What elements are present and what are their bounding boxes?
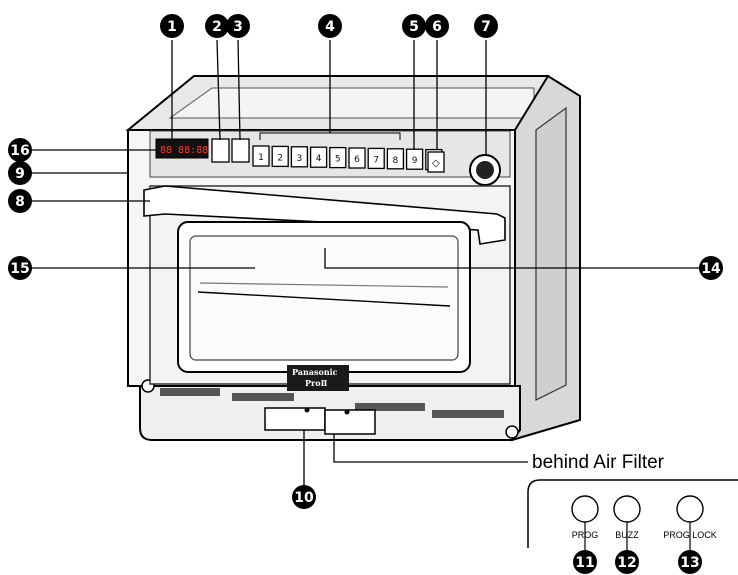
number-key-5[interactable] bbox=[329, 146, 347, 169]
number-key-label: 6 bbox=[354, 155, 360, 165]
number-key-label: 7 bbox=[373, 155, 379, 165]
control-panel: 88 88:88 1234567890 ◇ bbox=[149, 130, 511, 186]
callout-3: 3 bbox=[226, 14, 250, 38]
brand-model: ProⅡ bbox=[305, 378, 328, 388]
start-key[interactable] bbox=[427, 151, 445, 173]
callout-4: 4 bbox=[318, 14, 342, 38]
leader-14 bbox=[324, 248, 700, 269]
callout-2: 2 bbox=[205, 14, 229, 38]
display-readout: 88 88:88 bbox=[160, 145, 208, 156]
vent-1 bbox=[160, 388, 220, 396]
svg-text:3: 3 bbox=[233, 19, 243, 35]
vent-3 bbox=[355, 403, 425, 411]
svg-text:16: 16 bbox=[10, 143, 29, 159]
prog-label: PROG bbox=[572, 530, 599, 540]
svg-text:14: 14 bbox=[701, 261, 721, 277]
settings-panel-frame bbox=[527, 479, 738, 548]
number-key-3[interactable] bbox=[290, 146, 309, 168]
digital-display bbox=[155, 138, 209, 159]
air-filter-caption: behind Air Filter bbox=[532, 452, 665, 473]
svg-text:15: 15 bbox=[10, 261, 29, 277]
number-key-label: 4 bbox=[316, 154, 322, 164]
buzz-switch[interactable] bbox=[613, 495, 641, 523]
number-key-label: 3 bbox=[297, 154, 303, 164]
svg-text:13: 13 bbox=[680, 555, 699, 571]
side-vent-panel bbox=[535, 106, 567, 401]
function-key-1[interactable] bbox=[211, 138, 230, 163]
air-filter-screw-left bbox=[304, 407, 310, 413]
callout-6: 6 bbox=[425, 14, 449, 38]
rack-line-2 bbox=[197, 291, 451, 307]
number-key-label: 8 bbox=[393, 156, 399, 166]
callout-1: 1 bbox=[160, 14, 184, 38]
settings-panel: PROG BUZZ PROG LOCK bbox=[527, 479, 738, 550]
callout-16: 16 bbox=[8, 138, 32, 162]
svg-text:11: 11 bbox=[575, 555, 594, 571]
vent-2 bbox=[232, 393, 294, 401]
number-key-1[interactable] bbox=[252, 145, 270, 167]
leader-2 bbox=[216, 39, 221, 141]
callout-12: 12 bbox=[615, 550, 639, 574]
function-key-2[interactable] bbox=[231, 138, 250, 163]
leader-lines bbox=[30, 39, 700, 485]
callout-13: 13 bbox=[678, 550, 702, 574]
callout-7: 7 bbox=[474, 14, 498, 38]
number-key-6[interactable] bbox=[348, 147, 366, 169]
prog-lock-switch[interactable] bbox=[676, 495, 704, 523]
number-key-2[interactable] bbox=[271, 145, 289, 168]
number-key-label: 9 bbox=[412, 156, 418, 166]
callout-11: 11 bbox=[573, 550, 597, 574]
number-key-7[interactable] bbox=[367, 147, 385, 170]
callout-10: 10 bbox=[292, 485, 316, 509]
number-key-8[interactable] bbox=[386, 148, 405, 170]
number-key-label: 5 bbox=[335, 155, 341, 165]
svg-text:8: 8 bbox=[15, 194, 25, 210]
number-key-label: 2 bbox=[277, 153, 283, 163]
svg-text:12: 12 bbox=[617, 555, 636, 571]
svg-text:6: 6 bbox=[432, 19, 442, 35]
callout-8: 8 bbox=[8, 189, 32, 213]
callouts: 1 2 3 4 5 6 7 16 9 8 15 14 10 11 12 13 bbox=[8, 14, 723, 574]
brand-name: Panasonic bbox=[292, 367, 338, 377]
start-key-symbol: ◇ bbox=[432, 158, 440, 169]
callout-5: 5 bbox=[402, 14, 426, 38]
vent-4 bbox=[432, 410, 504, 418]
number-key-label: 1 bbox=[258, 153, 264, 163]
number-key-4[interactable] bbox=[309, 146, 328, 168]
air-filter-screw-right bbox=[344, 409, 350, 415]
brand-plate bbox=[287, 365, 349, 391]
callout-15: 15 bbox=[8, 256, 32, 280]
svg-text:4: 4 bbox=[325, 19, 335, 35]
foot-right bbox=[505, 425, 519, 439]
dial-knob-center bbox=[476, 161, 494, 179]
rack-line-1 bbox=[199, 282, 449, 288]
leader-3 bbox=[237, 39, 241, 141]
leader-filter bbox=[333, 434, 528, 463]
svg-text:10: 10 bbox=[294, 490, 314, 506]
svg-text:7: 7 bbox=[481, 19, 491, 35]
oven-top-inner bbox=[168, 87, 535, 119]
prog-lock-label: PROG LOCK bbox=[663, 530, 717, 540]
door-handle[interactable] bbox=[143, 185, 506, 245]
prog-switch[interactable] bbox=[571, 495, 599, 523]
buzz-label: BUZZ bbox=[615, 530, 639, 540]
callout-9: 9 bbox=[8, 161, 32, 185]
svg-text:2: 2 bbox=[212, 19, 222, 35]
air-filter-tab-left bbox=[264, 407, 326, 431]
svg-text:1: 1 bbox=[167, 19, 177, 35]
svg-text:5: 5 bbox=[409, 19, 419, 35]
air-filter-tab-right bbox=[324, 409, 376, 435]
callout-14: 14 bbox=[699, 256, 723, 280]
svg-text:9: 9 bbox=[15, 166, 25, 182]
door-window-inner bbox=[189, 235, 459, 361]
oven-door: Panasonic ProⅡ bbox=[143, 185, 511, 391]
